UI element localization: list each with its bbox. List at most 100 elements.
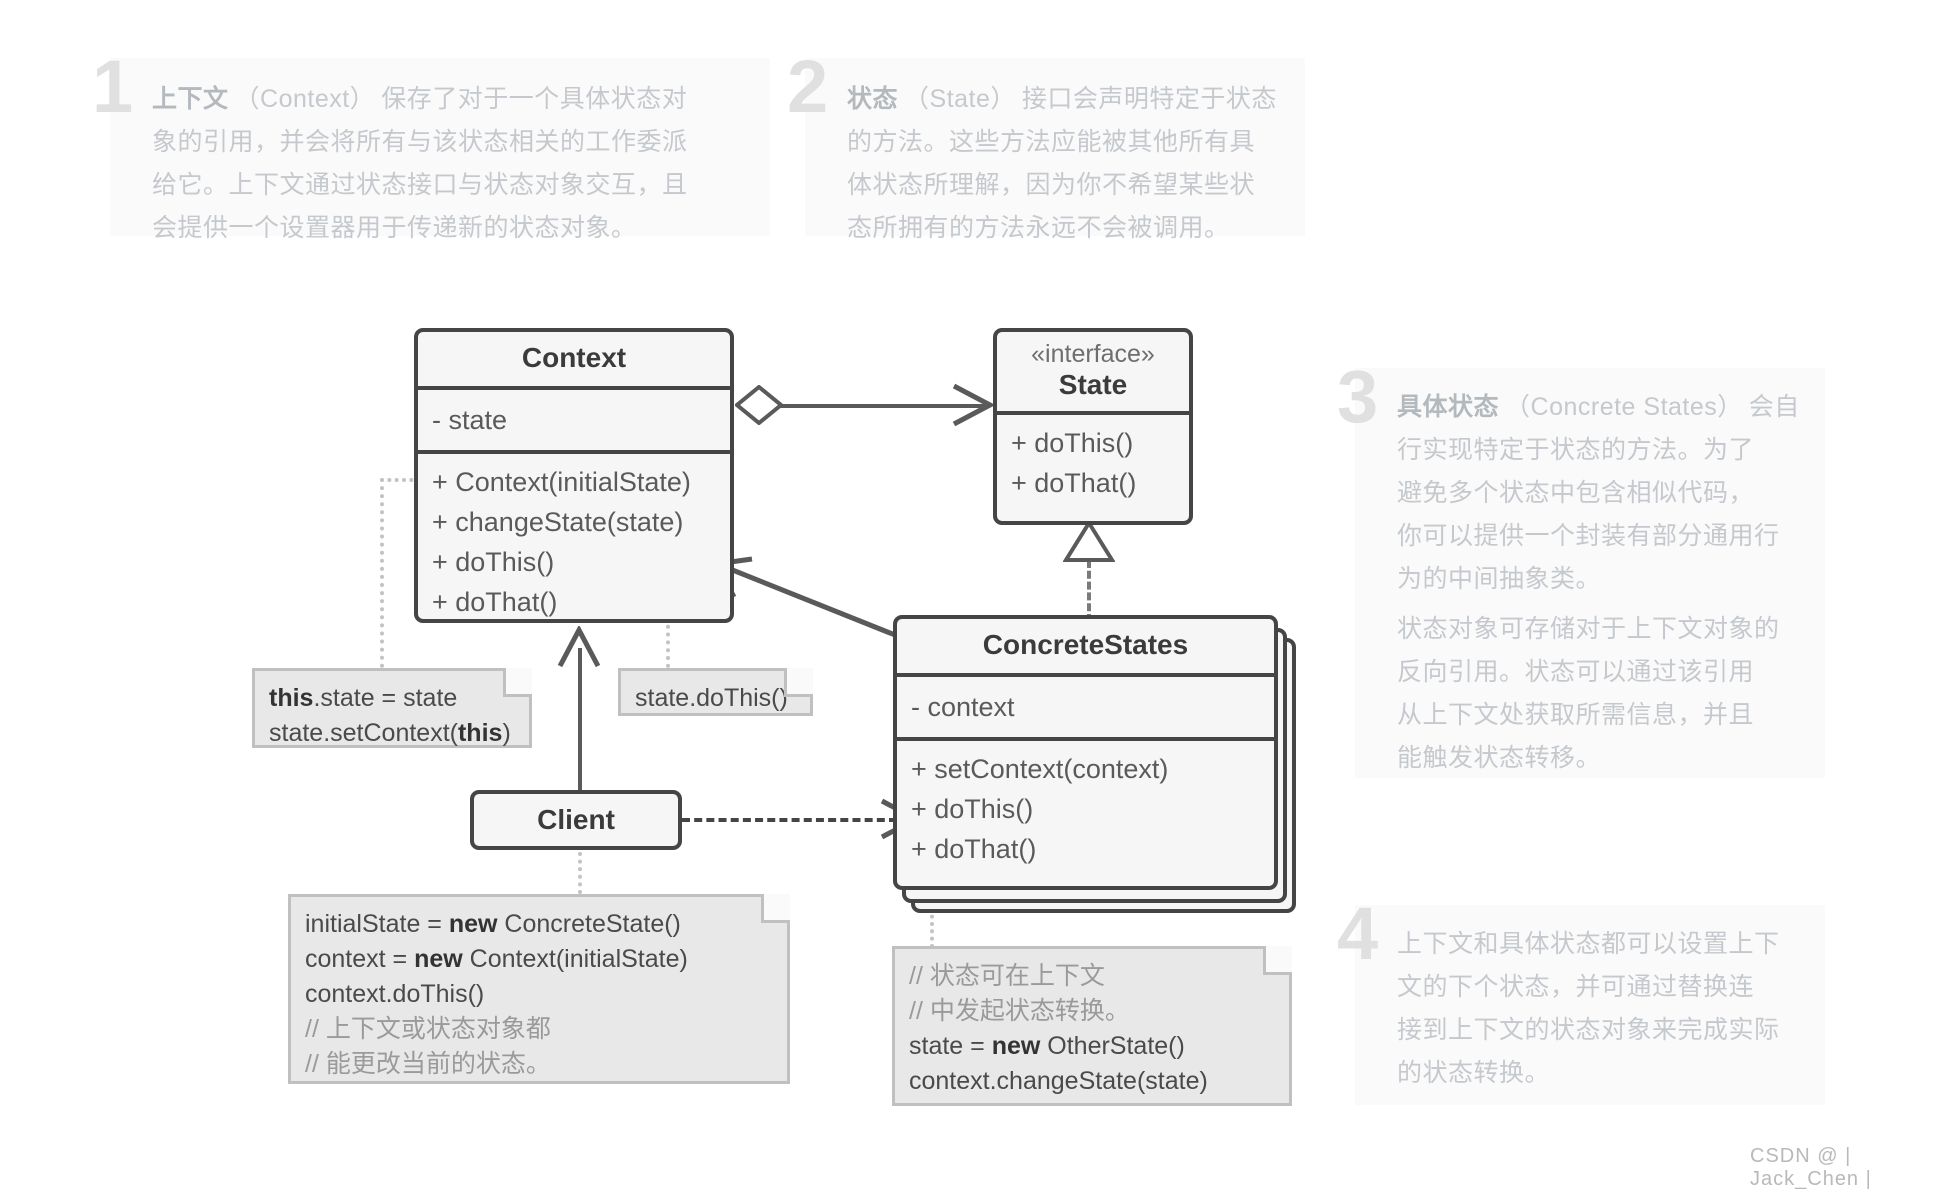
panel-3-p2-line-1: 状态对象可存储对于上下文对象的 (1397, 615, 1780, 643)
panel-1-paren: （Context） (234, 85, 376, 113)
panel-2-line-3: 体状态所理解，因为你不希望某些状 (847, 171, 1256, 199)
panel-4-line-3: 接到上下文的状态对象来完成实际 (1397, 1016, 1780, 1044)
inheritance-triangle-icon (1063, 520, 1115, 562)
connector-client-to-concretestates (682, 818, 897, 822)
description-panel-1: 1 上下文（Context）保存了对于一个具体状态对 象的引用，并会将所有与该状… (92, 50, 770, 242)
panel-4-line-4: 的状态转换。 (1397, 1059, 1551, 1087)
note-ctor-line2-a: state.setContext( (269, 719, 458, 747)
panel-1-text: 上下文（Context）保存了对于一个具体状态对 象的引用，并会将所有与该状态相… (152, 78, 772, 250)
panel-1-line-1: 保存了对于一个具体状态对 (381, 85, 688, 113)
panel-1-line-2: 象的引用，并会将所有与该状态相关的工作委派 (152, 128, 688, 156)
connector-context-to-state (760, 404, 990, 408)
panel-3-line-4: 你可以提供一个封装有部分通用行 (1397, 522, 1780, 550)
leader-client-note (578, 852, 582, 894)
note-client-line-3: context.doThis() (305, 980, 485, 1008)
context-method-constructor: + Context(initialState) (432, 467, 691, 497)
note-state-line3-new: new (991, 1032, 1041, 1060)
concretestates-method-dothis: + doThis() (911, 794, 1034, 824)
concretestates-methods: + setContext(context) + doThis() + doTha… (897, 737, 1274, 879)
panel-1-term: 上下文 (152, 85, 229, 113)
note-state-line-1: // 状态可在上下文 (909, 962, 1105, 990)
context-method-changestate: + changeState(state) (432, 507, 684, 537)
note-client-line-2: context = new Context(initialState) (305, 942, 773, 977)
panel-3-line-2: 行实现特定于状态的方法。为了 (1397, 436, 1755, 464)
note-state-dothis: state.doThis() (618, 668, 813, 716)
panel-3-p2-line-3: 从上下文处获取所需信息，并且 (1397, 701, 1755, 729)
note-ctor-this-keyword: this (269, 684, 314, 712)
panel-1-line-4: 会提供一个设置器用于传递新的状态对象。 (152, 214, 637, 242)
note-state-line-3: state = new OtherState() (909, 1029, 1275, 1064)
panel-2-line-1: 接口会声明特定于状态 (1021, 85, 1277, 113)
leader-ctor-note (380, 478, 428, 482)
state-interface-title: State (1058, 369, 1128, 400)
panel-1-line-3: 给它。上下文通过状态接口与状态对象交互，且 (152, 171, 688, 199)
arrowhead-context-to-state (952, 383, 996, 427)
panel-2-line-2: 的方法。这些方法应能被其他所有具 (847, 128, 1256, 156)
panel-4-number: 4 (1337, 892, 1378, 975)
uml-interface-state[interactable]: «interface» State + doThis() + doThat() (993, 328, 1193, 525)
context-method-dothis: + doThis() (432, 547, 555, 577)
note-fold-corner-icon (761, 894, 790, 923)
note-client-line2-new: new (414, 945, 463, 973)
context-attribute-state: - state (432, 405, 508, 435)
panel-3-line-5: 为的中间抽象类。 (1397, 565, 1602, 593)
leader-state-note (930, 900, 934, 948)
panel-4-line-1: 上下文和具体状态都可以设置上下 (1397, 930, 1780, 958)
note-client-line2-b: Context(initialState) (462, 945, 688, 973)
panel-2-paren: （State） (904, 85, 1016, 113)
description-panel-4: 4 上下文和具体状态都可以设置上下 文的下个状态，并可通过替换连 接到上下文的状… (1337, 897, 1827, 1105)
note-ctor-line-2: state.setContext(this) (269, 716, 515, 751)
note-client-line-5: // 能更改当前的状态。 (305, 1050, 551, 1078)
panel-1-number: 1 (92, 45, 133, 128)
concretestates-attributes: - context (897, 673, 1274, 737)
note-client-line2-a: context = (305, 945, 415, 973)
panel-3-text: 具体状态（Concrete States）会自 行实现特定于状态的方法。为了 避… (1397, 386, 1827, 601)
note-state-line3-a: state = (909, 1032, 992, 1060)
note-client-line-4: // 上下文或状态对象都 (305, 1015, 551, 1043)
state-method-dothis: + doThis() (1011, 428, 1134, 458)
concretestates-method-setcontext: + setContext(context) (911, 754, 1169, 784)
state-header: «interface» State (997, 332, 1189, 411)
watermark: CSDN @ | Jack_Chen | (1750, 1145, 1872, 1190)
panel-4-line-2: 文的下个状态，并可通过替换连 (1397, 973, 1755, 1001)
note-state-transition-code: // 状态可在上下文 // 中发起状态转换。 state = new Other… (892, 946, 1292, 1106)
uml-class-concretestates[interactable]: ConcreteStates - context + setContext(co… (893, 615, 1278, 890)
description-panel-2: 2 状态（State）接口会声明特定于状态 的方法。这些方法应能被其他所有具 体… (787, 50, 1305, 242)
panel-2-term: 状态 (847, 85, 899, 113)
note-context-constructor: this.state = state state.setContext(this… (252, 668, 532, 748)
concretestates-attribute-context: - context (911, 692, 1015, 722)
note-client-line1-a: initialState = (305, 910, 449, 938)
aggregation-diamond-icon (735, 385, 783, 425)
note-client-code: initialState = new ConcreteState() conte… (288, 894, 790, 1084)
note-ctor-line-1: this.state = state (269, 681, 515, 716)
note-fold-corner-icon (784, 668, 813, 697)
panel-3-line-1: 会自 (1748, 393, 1800, 421)
note-ctor-line1-rest: .state = state (313, 684, 458, 712)
panel-4-text: 上下文和具体状态都可以设置上下 文的下个状态，并可通过替换连 接到上下文的状态对… (1397, 923, 1827, 1095)
client-class-title: Client (537, 804, 615, 835)
state-method-dothat: + doThat() (1011, 468, 1137, 498)
panel-2-text: 状态（State）接口会声明特定于状态 的方法。这些方法应能被其他所有具 体状态… (847, 78, 1307, 250)
panel-3-term: 具体状态 (1397, 393, 1500, 421)
concretestates-class-title: ConcreteStates (982, 629, 1189, 660)
note-state-line-4: context.changeState(state) (909, 1067, 1208, 1095)
uml-class-client[interactable]: Client (470, 790, 682, 850)
note-state-line3-b: OtherState() (1040, 1032, 1185, 1060)
connector-client-to-context (578, 648, 582, 793)
note-client-line1-new: new (448, 910, 498, 938)
panel-3-p2-line-2: 反向引用。状态可以通过该引用 (1397, 658, 1755, 686)
description-panel-3: 3 具体状态（Concrete States）会自 行实现特定于状态的方法。为了… (1337, 360, 1827, 778)
state-methods: + doThis() + doThat() (997, 411, 1189, 513)
uml-class-context[interactable]: Context - state + Context(initialState) … (414, 328, 734, 623)
note-ctor-line2-b: ) (502, 719, 511, 747)
context-attributes: - state (418, 386, 730, 450)
panel-3-number: 3 (1337, 355, 1378, 438)
concretestates-method-dothat: + doThat() (911, 834, 1037, 864)
panel-3-paren: （Concrete States） (1505, 393, 1743, 421)
state-stereotype: «interface» (1031, 340, 1155, 368)
note-fold-corner-icon (1263, 946, 1292, 975)
note-client-line1-b: ConcreteState() (497, 910, 681, 938)
note-fold-corner-icon (503, 668, 532, 697)
panel-2-number: 2 (787, 45, 828, 128)
